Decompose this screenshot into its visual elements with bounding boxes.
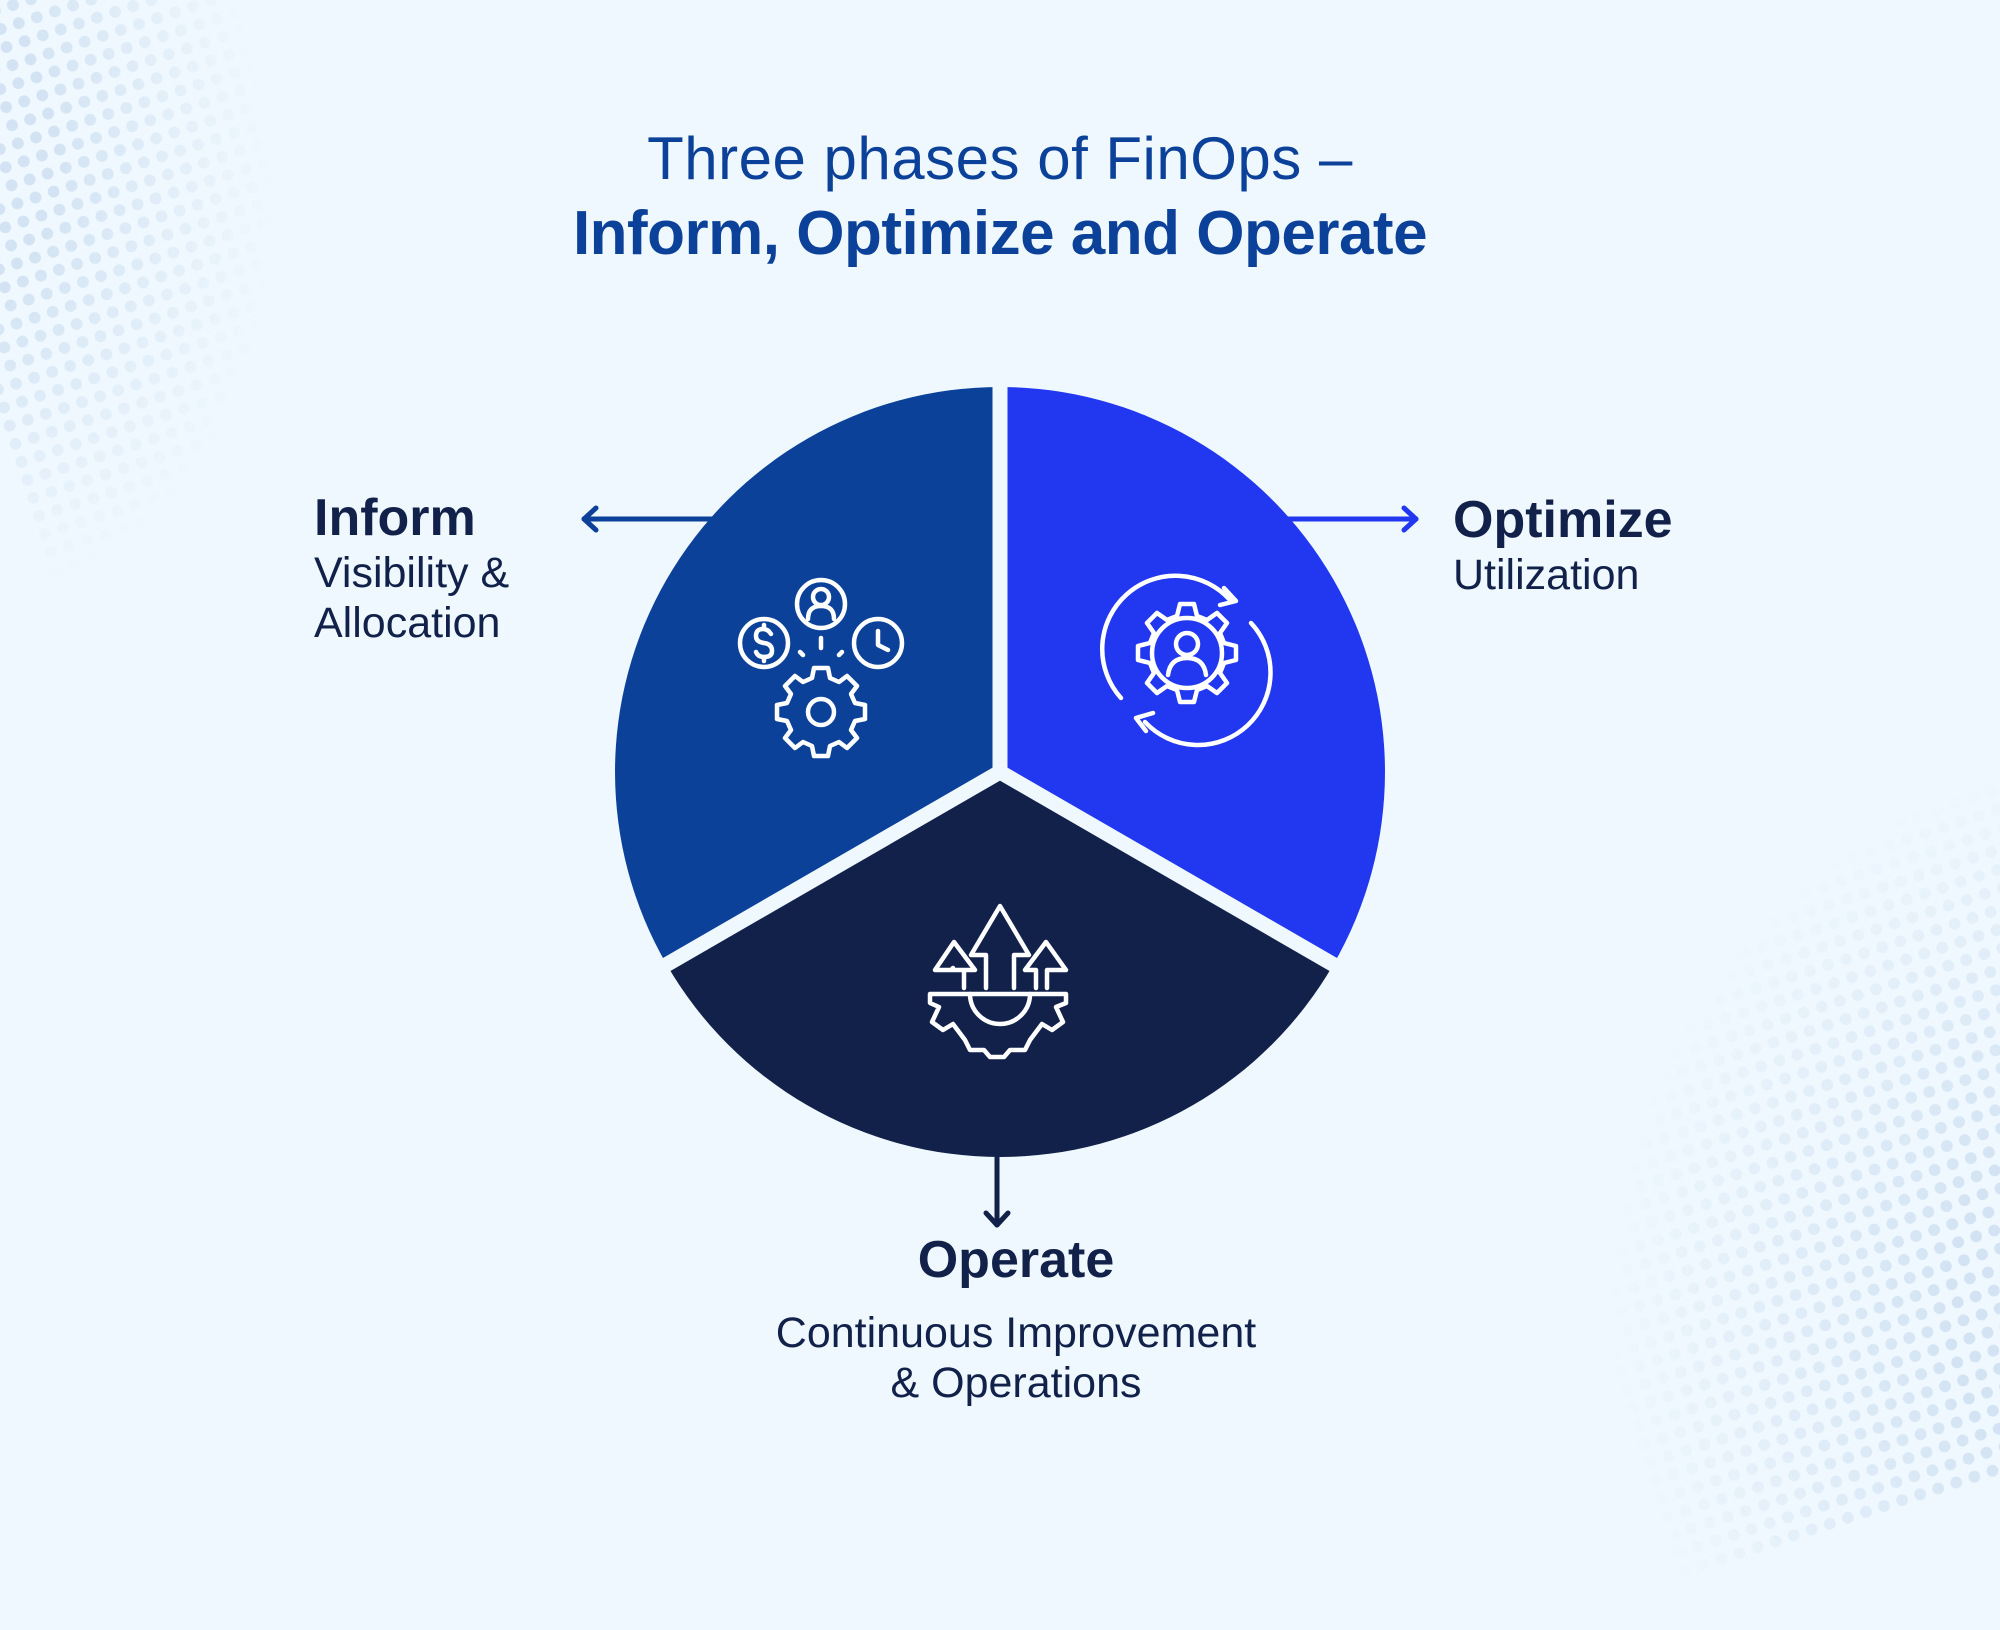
phase-desc-operate-line2: & Operations [890, 1359, 1142, 1407]
phase-desc-optimize-line1: Utilization [1453, 551, 1640, 599]
phase-name-inform: Inform [314, 489, 476, 547]
phase-desc-inform-line1: Visibility & [314, 549, 510, 597]
phase-label-operate: Operate Continuous Improvement & Operati… [716, 1230, 1316, 1408]
page-title-line1: Three phases of FinOps – [647, 125, 1353, 192]
phase-name-operate: Operate [917, 1231, 1115, 1289]
arrow-down-icon [983, 1153, 1011, 1228]
phase-label-inform: Inform Visibility & Allocation [314, 488, 509, 648]
phase-label-optimize: Optimize Utilization [1453, 490, 1673, 600]
cost-people-time-gear-icon [737, 577, 905, 759]
pie-sector-operate [666, 772, 1334, 1157]
phase-desc-inform-line2: Allocation [314, 599, 501, 647]
arrow-left-icon [581, 505, 715, 533]
pie-dividers [648, 370, 1352, 980]
gear-user-cycle-icon [1099, 573, 1273, 748]
phase-name-optimize: Optimize [1453, 491, 1673, 549]
phase-desc-operate-line1: Continuous Improvement [775, 1309, 1257, 1357]
gear-growth-arrows-icon [927, 903, 1069, 1060]
page-title-line2: Inform, Optimize and Operate [572, 199, 1428, 268]
phases-pie-diagram [581, 370, 1419, 1228]
arrow-right-icon [1285, 505, 1419, 533]
